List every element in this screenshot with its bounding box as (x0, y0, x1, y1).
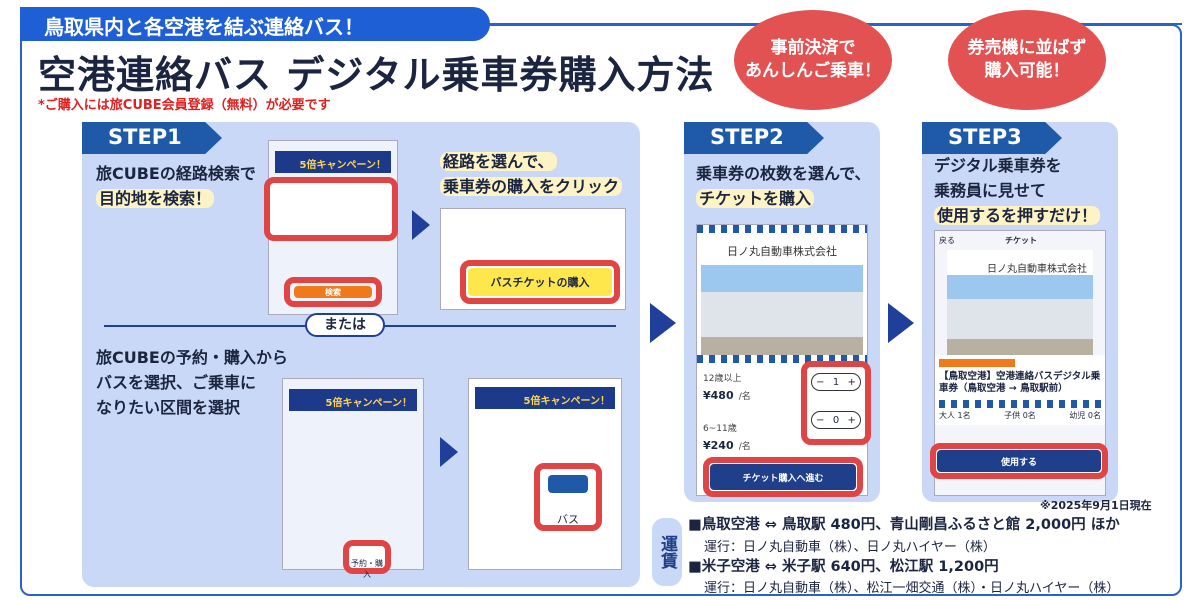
text-line: 乗車券の枚数を選んで、 (696, 164, 871, 183)
step1-text-c: 旅CUBEの予約・購入からバスを選択、ご乗車になりたい区間を選択 (96, 346, 288, 420)
search-form-highlight (264, 177, 398, 241)
quantity-stepper-child[interactable]: −0 + (811, 411, 861, 429)
fare-row: 6~11歳 ¥240 /名 (697, 403, 867, 453)
age-label: 12歳以上 (703, 374, 742, 384)
text-line: バスを選択、ご乗車に (96, 372, 257, 392)
campaign-banner: 5倍キャンペーン！ (275, 151, 391, 173)
text-line: デジタル乗車券を (934, 156, 1062, 175)
bus-photo (947, 275, 1093, 355)
proceed-to-purchase-button[interactable]: チケット購入へ進む (710, 464, 856, 490)
reserve-tab[interactable]: 予約・購入 (343, 540, 391, 579)
text-line: なりたい区間を選択 (96, 397, 241, 417)
screen-header: 戻る チケット (935, 231, 1105, 250)
minus-button[interactable]: − (816, 376, 825, 388)
arrow-icon (412, 210, 430, 240)
arrow-icon (888, 303, 914, 343)
screen-title: チケット (1005, 236, 1037, 245)
qty-value: 1 (832, 376, 840, 388)
purchase-screen: 日ノ丸自動車株式会社 12歳以上 ¥480 /名 6~11歳 ¥240 /名 (696, 224, 868, 496)
membership-note: *ご購入には旅CUBE会員登録（無料）が必要です (38, 98, 331, 113)
step2-text: 乗車券の枚数を選んで、チケットを購入 (696, 162, 871, 212)
price: ¥240 (703, 439, 734, 452)
qty-value: 0 (832, 414, 840, 426)
wave-decoration (697, 225, 867, 233)
step1-text-a: 旅CUBEの経路検索で目的地を検索！ (96, 162, 256, 212)
campaign-banner: 5倍キャンペーン！ (475, 387, 615, 409)
step3-text: デジタル乗車券を乗務員に見せて使用するを押すだけ！ (934, 154, 1101, 228)
unit: /名 (738, 442, 751, 452)
wave-decoration (697, 355, 867, 363)
step3-label: STEP3 (922, 122, 1062, 154)
age-label: 6~11歳 (703, 424, 737, 434)
page-title: 空港連絡バス デジタル乗車券購入方法 (38, 53, 715, 97)
unit: /名 (738, 392, 751, 402)
step1-label: STEP1 (82, 122, 222, 154)
bubble-no-queue: 券売機に並ばず 購入可能！ (948, 10, 1106, 110)
text-line: チケットを購入 (696, 188, 815, 208)
step2-label: STEP2 (684, 122, 824, 154)
text-line: 経路を選んで、 (440, 152, 557, 171)
fare-operator: 運行：日ノ丸自動車（株）、松江一畑交通（株）・日ノ丸ハイヤー（株） (704, 581, 1120, 596)
count: 子供 0名 (1004, 410, 1036, 420)
bus-category-highlight[interactable]: バス (534, 463, 602, 531)
arrow-icon (440, 437, 458, 467)
bus-label: バス (557, 513, 579, 526)
text-line: 目的地を検索！ (96, 188, 215, 208)
company-name: 日ノ丸自動車株式会社 (727, 245, 837, 258)
search-button-highlight: 検索 (284, 277, 382, 307)
as-of-date: ※2025年9月1日現在 (1040, 499, 1152, 512)
use-highlight: 使用する (930, 443, 1108, 479)
company-name: 日ノ丸自動車株式会社 (947, 250, 1093, 275)
back-button[interactable]: 戻る (939, 236, 955, 245)
text-line: 乗車券の購入をクリック (440, 176, 623, 196)
text-line: 旅CUBEの経路検索で (96, 164, 256, 183)
arrow-icon (650, 303, 676, 343)
bubble-prepaid: 事前決済で あんしんご乗車！ (734, 10, 892, 110)
proceed-highlight: チケット購入へ進む (703, 457, 863, 497)
use-button[interactable]: 使用する (937, 450, 1101, 472)
step1-text-b: 経路を選んで、乗車券の購入をクリック (440, 150, 623, 200)
fare-route: ■米子空港 ⇔ 米子駅 640円、松江駅 1,200円 (688, 559, 999, 575)
quantity-highlight: −1+ −0+ (801, 361, 871, 445)
plus-button[interactable]: + (847, 376, 856, 388)
buy-highlight: バスチケットの購入 (460, 260, 620, 304)
or-label: または (305, 313, 385, 337)
fare-row: 12歳以上 ¥480 /名 (697, 363, 867, 403)
text-line: 旅CUBEの予約・購入から (96, 348, 288, 367)
fare-label: 運賃 (652, 518, 682, 586)
bus-ticket-buy-button[interactable]: バスチケットの購入 (468, 268, 612, 296)
quantity-stepper-adult[interactable]: −1 + (811, 373, 861, 391)
tagline: 鳥取県内と各空港を結ぶ連絡バス！ (20, 7, 490, 41)
wave-decoration (939, 399, 1101, 408)
fare-operator: 運行：日ノ丸自動車（株）、日ノ丸ハイヤー（株） (704, 540, 996, 555)
count: 幼児 0名 (1069, 410, 1101, 420)
campaign-banner: 5倍キャンペーン！ (289, 389, 417, 411)
minus-button[interactable]: − (816, 414, 825, 426)
notice-badge (939, 359, 1015, 367)
ticket-name: 【鳥取空港】空港連絡バスデジタル乗車券（鳥取空港 → 鳥取駅前） (939, 371, 1101, 395)
search-button[interactable]: 検索 (294, 286, 372, 298)
phone-home: 5倍キャンペーン！ (282, 378, 424, 570)
passenger-counts: 大人 1名 子供 0名 幼児 0名 (939, 410, 1101, 421)
bus-icon (548, 475, 588, 493)
fare-route: ■鳥取空港 ⇔ 鳥取駅 480円、青山剛昌ふるさと館 2,000円 ほか (688, 517, 1120, 533)
outer-frame (20, 24, 1182, 596)
plus-button[interactable]: + (847, 414, 856, 426)
price: ¥480 (703, 389, 734, 402)
count: 大人 1名 (939, 410, 971, 420)
text-line: 使用するを押すだけ！ (934, 205, 1101, 225)
text-line: 乗務員に見せて (934, 180, 1047, 200)
bus-photo (701, 265, 863, 355)
